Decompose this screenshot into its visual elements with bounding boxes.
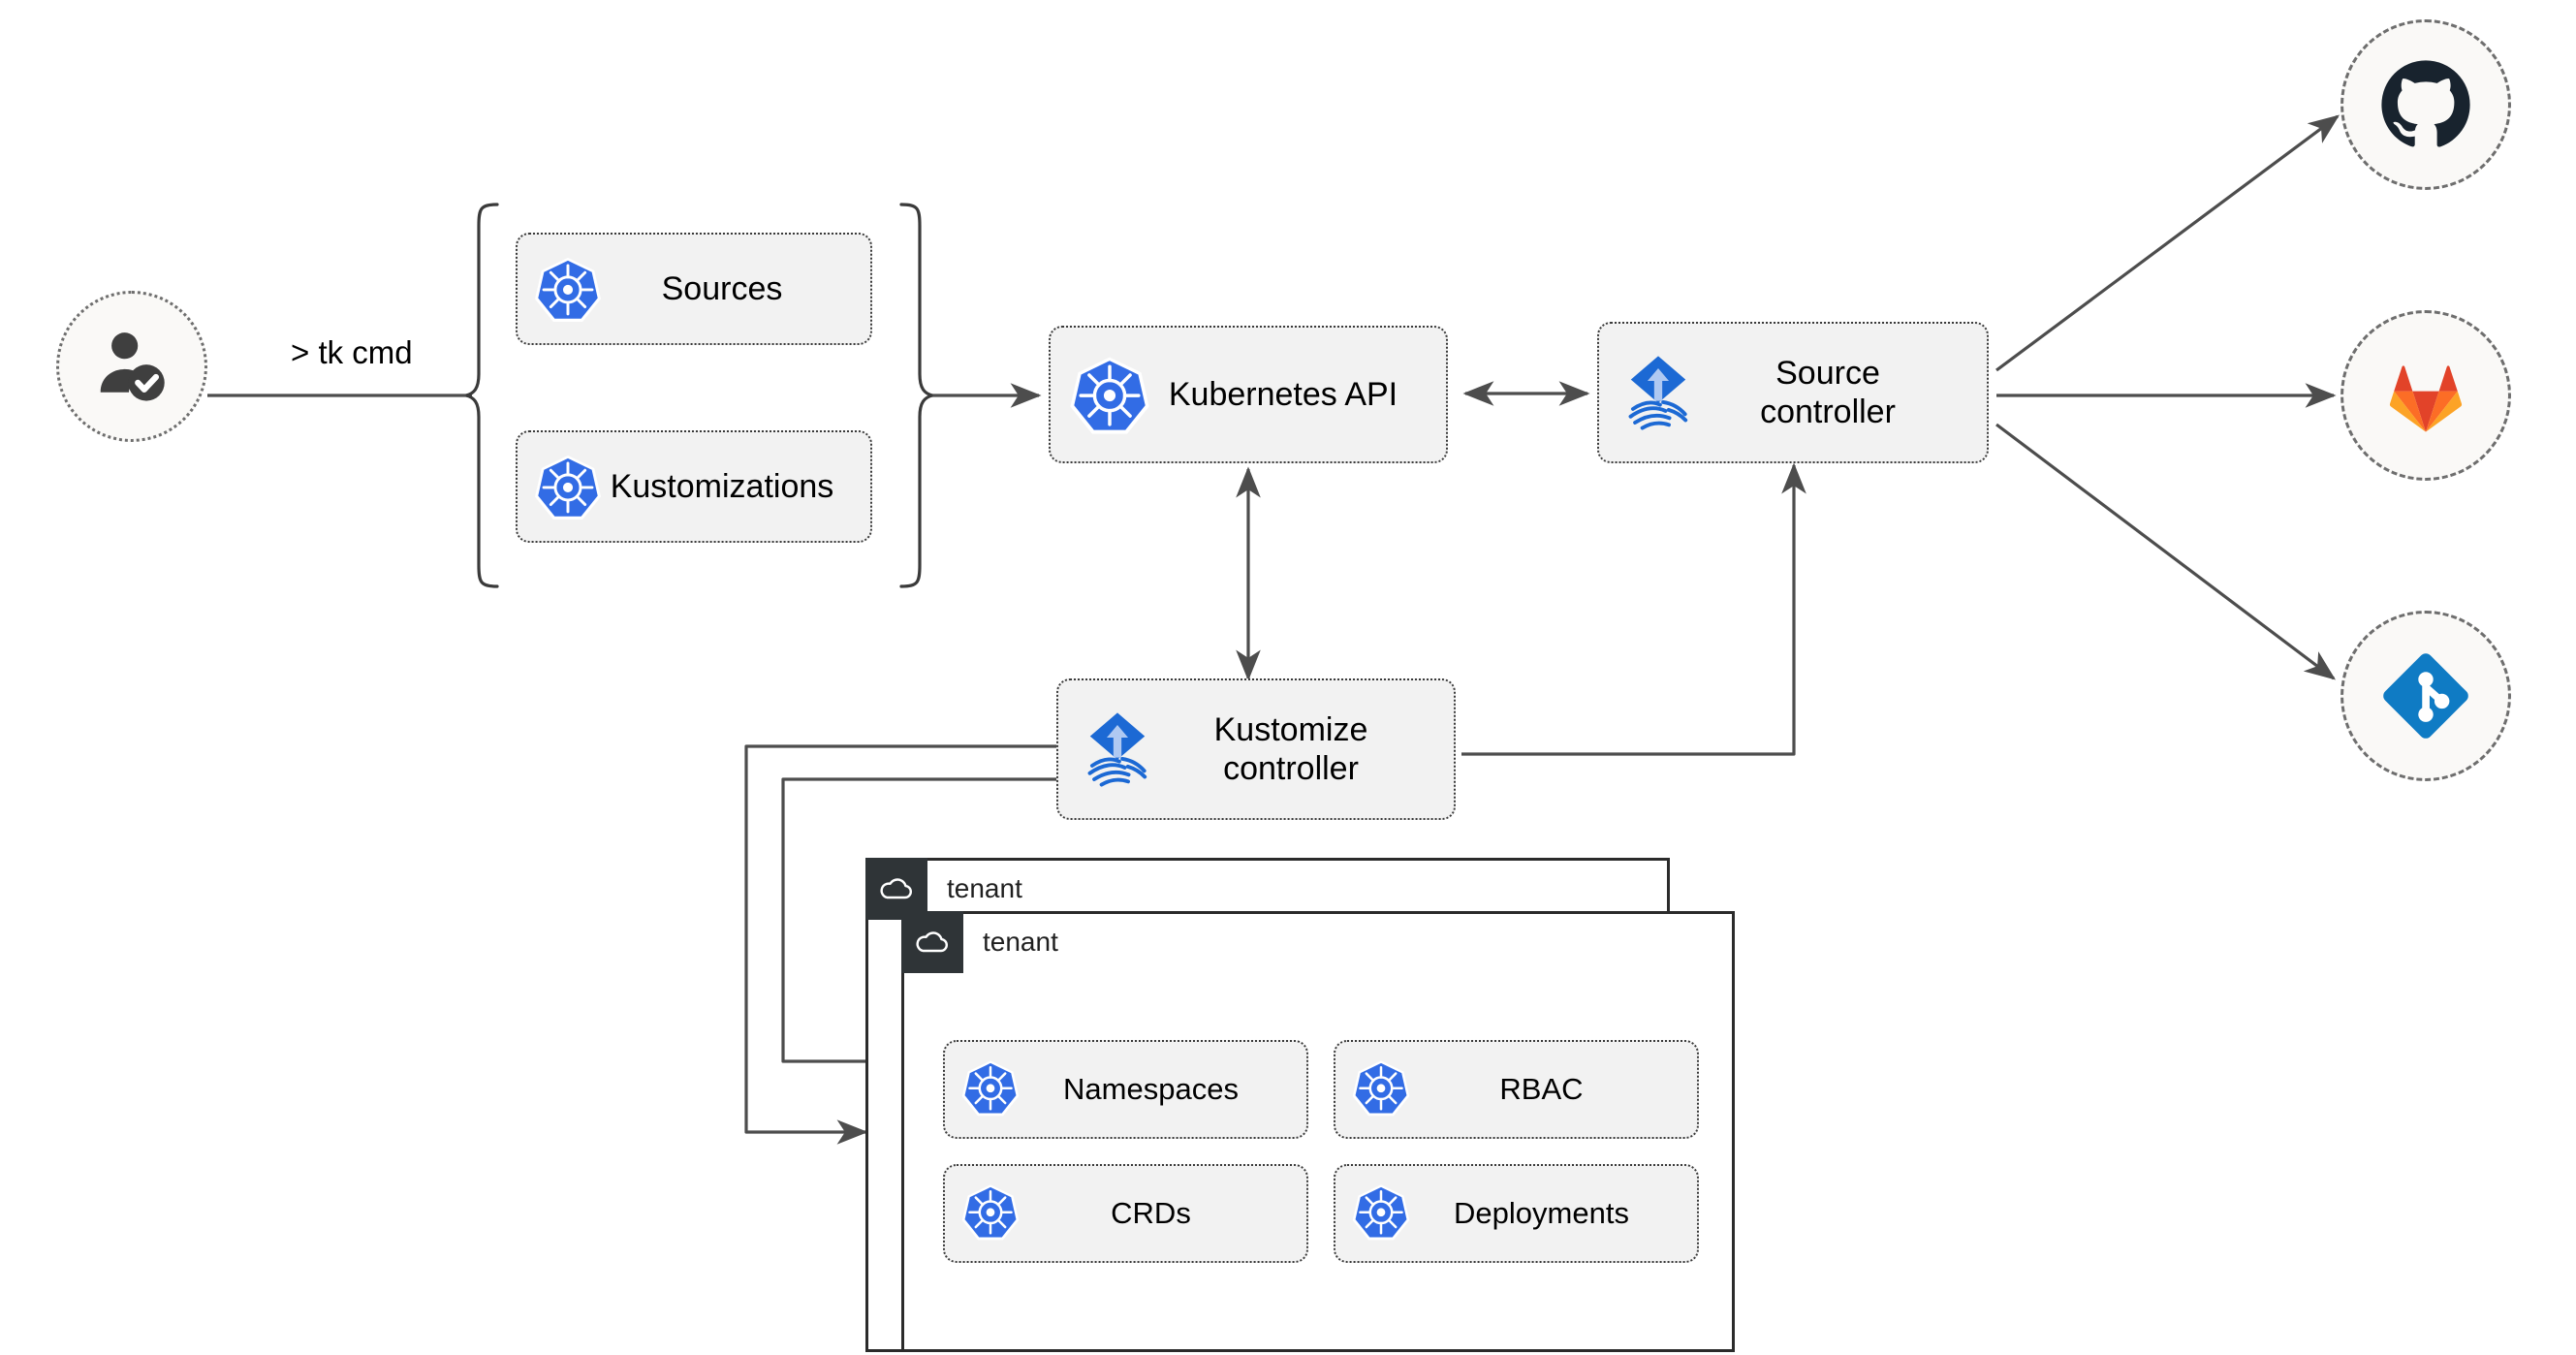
tenant-resource-deployments[interactable]: Deployments (1334, 1164, 1699, 1263)
git-provider-github[interactable] (2340, 19, 2511, 190)
gitlab-icon (2389, 365, 2463, 432)
cloud-icon (901, 911, 963, 973)
edge-source-to-github (1995, 114, 2340, 372)
tenant-resource-namespaces[interactable]: Namespaces (943, 1040, 1308, 1139)
kubernetes-icon (533, 452, 603, 521)
edge-kustomize-to-source (1461, 462, 1806, 756)
cloud-icon (865, 858, 927, 920)
kubernetes-icon (1351, 1182, 1411, 1246)
kubernetes-icon (960, 1182, 1021, 1246)
kubernetes-icon (960, 1057, 1021, 1122)
tenant-label: tenant (947, 873, 1022, 903)
resource-label: Namespaces (1063, 1072, 1239, 1106)
kubernetes-icon (1068, 353, 1151, 436)
node-label: Kustomize controller (1213, 710, 1368, 787)
user-verified-icon (100, 332, 165, 401)
git-provider-gitlab[interactable] (2340, 310, 2511, 481)
flux-icon (1617, 351, 1700, 434)
node-kustomize-controller[interactable]: Kustomize controller (1056, 678, 1456, 820)
tenant-tab: tenant (865, 858, 1022, 920)
tenant-resource-grid: Namespaces (943, 1040, 1699, 1263)
kubernetes-icon (533, 254, 603, 324)
node-kubernetes-api[interactable]: Kubernetes API (1049, 326, 1448, 463)
tenant-container-front[interactable]: tenant (901, 911, 1735, 1352)
github-icon (2381, 60, 2470, 147)
resource-label: Sources (661, 269, 783, 307)
node-label: Source controller (1760, 354, 1896, 430)
user-actor-node[interactable] (56, 291, 207, 442)
resource-label: Kustomizations (610, 467, 834, 505)
kubernetes-icon (1351, 1057, 1411, 1122)
resource-box-sources[interactable]: Sources (516, 233, 872, 345)
tenant-resource-crds[interactable]: CRDs (943, 1164, 1308, 1263)
tenant-tab: tenant (901, 911, 1058, 973)
resource-label: CRDs (1111, 1196, 1191, 1230)
resource-label: RBAC (1499, 1072, 1584, 1106)
node-label: Kubernetes API (1168, 375, 1398, 413)
edge-source-to-git (1995, 423, 2337, 680)
resource-label: Deployments (1454, 1196, 1629, 1230)
tenant-label: tenant (983, 927, 1058, 957)
git-provider-git[interactable] (2340, 611, 2511, 781)
command-label: > tk cmd (291, 334, 413, 370)
node-source-controller[interactable]: Source controller (1597, 322, 1989, 463)
tenant-resource-rbac[interactable]: RBAC (1334, 1040, 1699, 1139)
resource-box-kustomizations[interactable]: Kustomizations (516, 430, 872, 543)
git-icon (2383, 653, 2468, 739)
flux-icon (1076, 708, 1159, 791)
